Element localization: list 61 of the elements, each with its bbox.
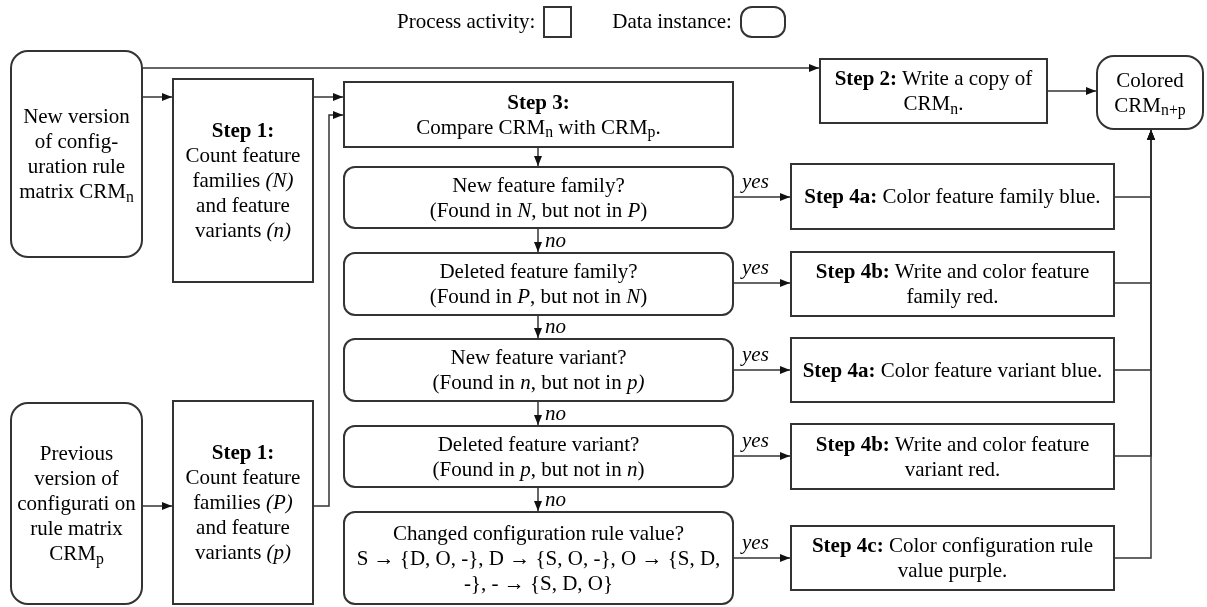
arrow [313, 111, 344, 507]
process-box [790, 423, 1115, 490]
arrow [1047, 87, 1097, 95]
node-text: (Found in P, but not in N) [429, 284, 648, 309]
arrow [142, 93, 173, 101]
process-box [790, 251, 1115, 317]
node-text: Step 2: Write a copy of CRM$_{n}$. [833, 66, 1034, 116]
node-text: (Found in N, but not in P) [429, 197, 648, 223]
process-box [790, 337, 1115, 403]
node-text: Step 4b: Write and color feature family red. [814, 259, 1091, 309]
process-box [819, 58, 1048, 124]
decision-box [343, 252, 734, 316]
node-text: New feature variant? [450, 345, 627, 370]
node-text: Step 4b: Write and color feature variant red. [814, 431, 1091, 482]
decision-box [343, 511, 734, 605]
node-text: Colored CRM$_{n+p}$ [1113, 67, 1187, 118]
arrow [733, 366, 791, 374]
process-box [790, 525, 1115, 591]
legend-text: Data instance: [612, 8, 732, 36]
node-text: Deleted feature variant? [437, 431, 640, 457]
arrow [733, 554, 791, 562]
node-text: Deleted feature family? [439, 259, 638, 284]
decision-box [343, 166, 734, 229]
decision-box [343, 425, 734, 488]
decision-box [343, 338, 734, 402]
node-text: Previous version of configurati on rule matrix CRM$_{p}$ [16, 441, 137, 566]
arrow [733, 193, 791, 201]
arrow [733, 279, 791, 287]
process-box [172, 78, 314, 283]
arrow [142, 64, 820, 72]
node-text: (Found in n, but not in p) [432, 370, 645, 395]
node-text: Step 4a: Color feature variant blue. [802, 357, 1103, 383]
data-instance-box [10, 402, 143, 605]
arrow [313, 93, 344, 101]
node-text: Count feature families (N) and feature variants (n) [184, 143, 302, 243]
arrow [534, 315, 542, 339]
node-text: S → {D, O, -}, D → {S, O, -}, O → {S, D, -}, - → {S, D, O} [355, 545, 722, 596]
node-text: Compare CRM$_{n}$ with CRM$_{p}$. [416, 114, 661, 140]
arrow [534, 401, 542, 426]
node-text: Step 4c: Color configuration rule value purple. [810, 533, 1095, 583]
legend-text: Process activity: [397, 8, 536, 36]
node-text: New version of config- uration rule matrix CRM$_{n}$ [18, 104, 135, 204]
data-instance-box [10, 50, 143, 258]
arrow [534, 487, 542, 512]
step-heading: Step 1: [211, 118, 275, 143]
node-text: New feature family? [452, 172, 625, 198]
arrow [142, 502, 173, 510]
arrow [1114, 129, 1155, 559]
process-box [343, 81, 734, 148]
arrow [534, 147, 542, 167]
step-heading: Step 3: [507, 89, 570, 115]
arrow [534, 228, 542, 253]
step-heading: Step 1: [211, 440, 275, 465]
process-box [790, 163, 1115, 230]
node-text: Count feature families (P) and feature variants (p) [184, 465, 302, 565]
node-text: Step 4a: Color feature family blue. [804, 184, 1101, 209]
node-text: (Found in p, but not in n) [432, 456, 645, 482]
data-instance-box [1096, 55, 1204, 130]
process-box [172, 400, 314, 605]
arrow [733, 452, 791, 460]
node-text: Changed configuration rule value? [393, 520, 684, 546]
